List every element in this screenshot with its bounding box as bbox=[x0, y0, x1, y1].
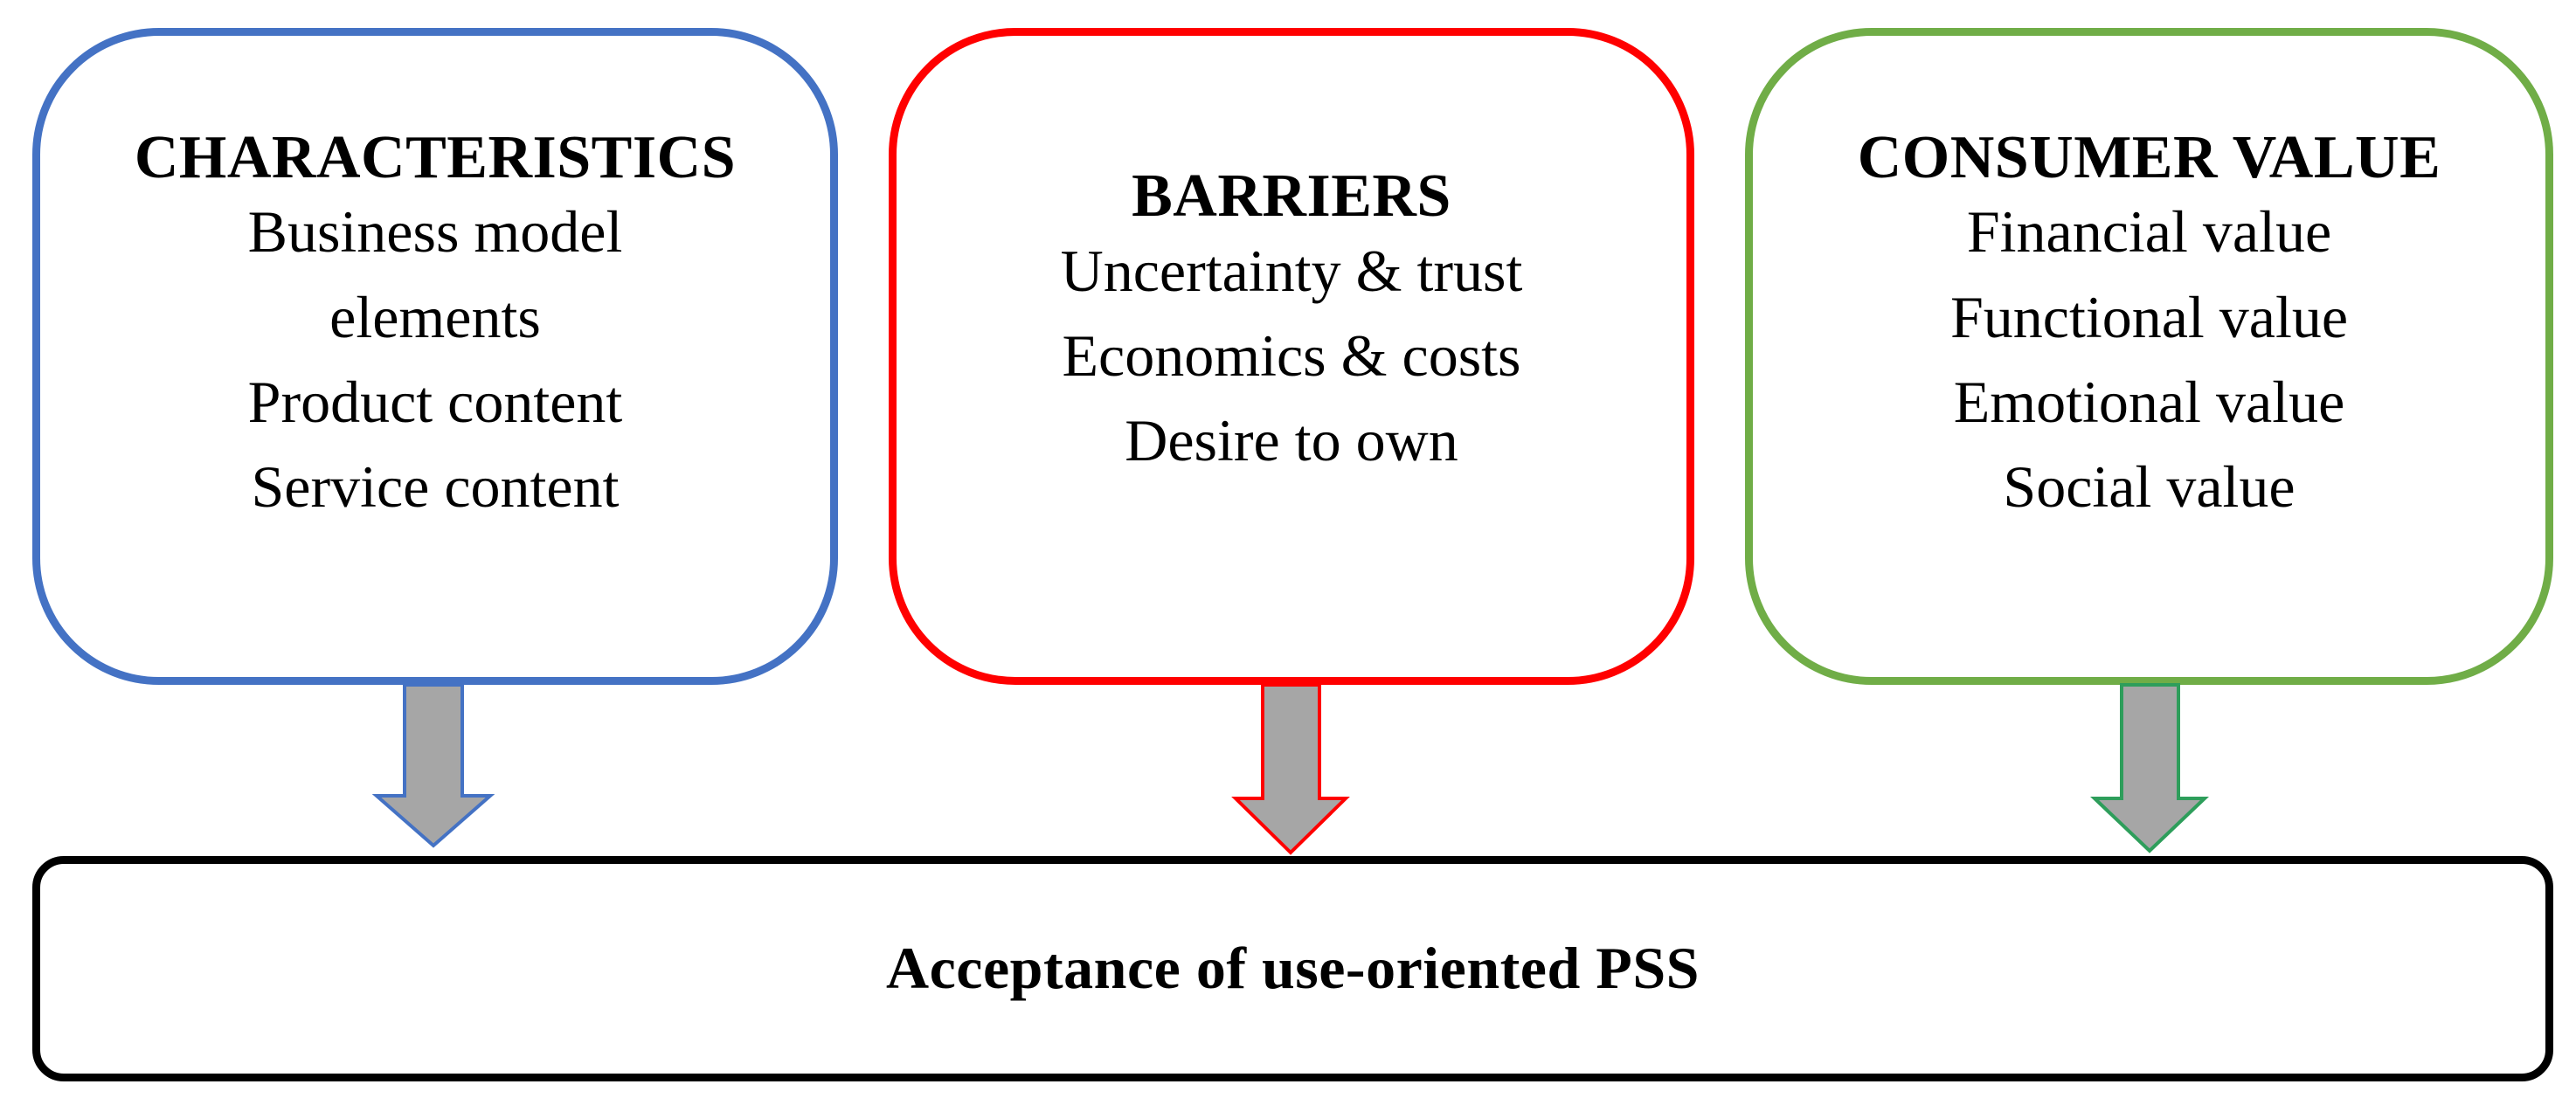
characteristics-arrow bbox=[371, 683, 495, 848]
outcome-box: Acceptance of use-oriented PSS bbox=[32, 856, 2553, 1081]
characteristics-item: Product content bbox=[247, 368, 623, 435]
consumer-value-item: Financial value bbox=[1966, 198, 2332, 266]
barriers-box: BARRIERS Uncertainty & trust Economics &… bbox=[889, 28, 1694, 685]
consumer-value-item: Social value bbox=[2003, 452, 2296, 520]
barriers-title: BARRIERS bbox=[1132, 162, 1451, 231]
barriers-item: Economics & costs bbox=[1062, 322, 1521, 390]
consumer-value-item: Functional value bbox=[1949, 283, 2349, 350]
consumer-value-box: CONSUMER VALUE Financial value Functiona… bbox=[1745, 28, 2553, 685]
characteristics-item: Business model bbox=[247, 198, 623, 266]
characteristics-content: CHARACTERISTICS Business model elements … bbox=[135, 126, 736, 529]
characteristics-box: CHARACTERISTICS Business model elements … bbox=[32, 28, 838, 685]
consumer-value-content: CONSUMER VALUE Financial value Functiona… bbox=[1858, 126, 2441, 529]
characteristics-item: elements bbox=[329, 283, 541, 350]
consumer-value-arrow bbox=[2090, 683, 2209, 853]
characteristics-item: Service content bbox=[251, 452, 620, 520]
barriers-content: BARRIERS Uncertainty & trust Economics &… bbox=[1061, 164, 1523, 483]
consumer-value-item: Emotional value bbox=[1953, 368, 2345, 435]
barriers-item: Desire to own bbox=[1125, 407, 1458, 474]
characteristics-title: CHARACTERISTICS bbox=[134, 123, 737, 191]
barriers-arrow bbox=[1231, 683, 1350, 855]
barriers-item: Uncertainty & trust bbox=[1060, 237, 1523, 304]
consumer-value-title: CONSUMER VALUE bbox=[1857, 123, 2441, 191]
outcome-label: Acceptance of use-oriented PSS bbox=[886, 935, 1700, 1002]
